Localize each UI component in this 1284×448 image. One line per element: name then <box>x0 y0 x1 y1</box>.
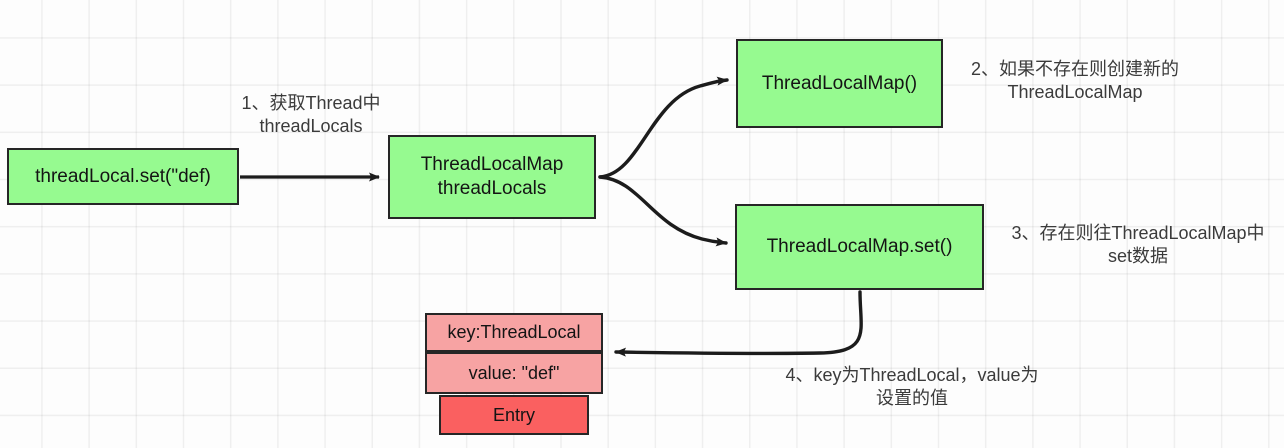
node-threadlocalmap-constructor[interactable]: ThreadLocalMap() <box>736 39 943 128</box>
node-entry-label[interactable]: Entry <box>439 395 589 435</box>
node-threadlocal-set[interactable]: threadLocal.set("def) <box>7 148 239 205</box>
node-threadlocalmap-set[interactable]: ThreadLocalMap.set() <box>735 204 984 290</box>
node-entry-value-row[interactable]: value: "def" <box>425 352 603 394</box>
node-entry-key-row[interactable]: key:ThreadLocal <box>425 313 603 352</box>
caption-step-2: 2、如果不存在则创建新的 ThreadLocalMap <box>970 59 1179 103</box>
edge-mapset-to-entry <box>614 290 863 357</box>
edge-threadlocals-to-mapset <box>598 175 728 247</box>
node-threadlocalmap-threadlocals[interactable]: ThreadLocalMap threadLocals <box>388 135 596 219</box>
caption-step-3: 3、存在则往ThreadLocalMap中 set数据 <box>1011 223 1265 267</box>
caption-step-1: 1、获取Thread中 threadLocals <box>241 93 381 137</box>
caption-step-4: 4、key为ThreadLocal，value为 设置的值 <box>785 365 1039 409</box>
edge-threadlocals-to-ctor <box>598 76 729 179</box>
